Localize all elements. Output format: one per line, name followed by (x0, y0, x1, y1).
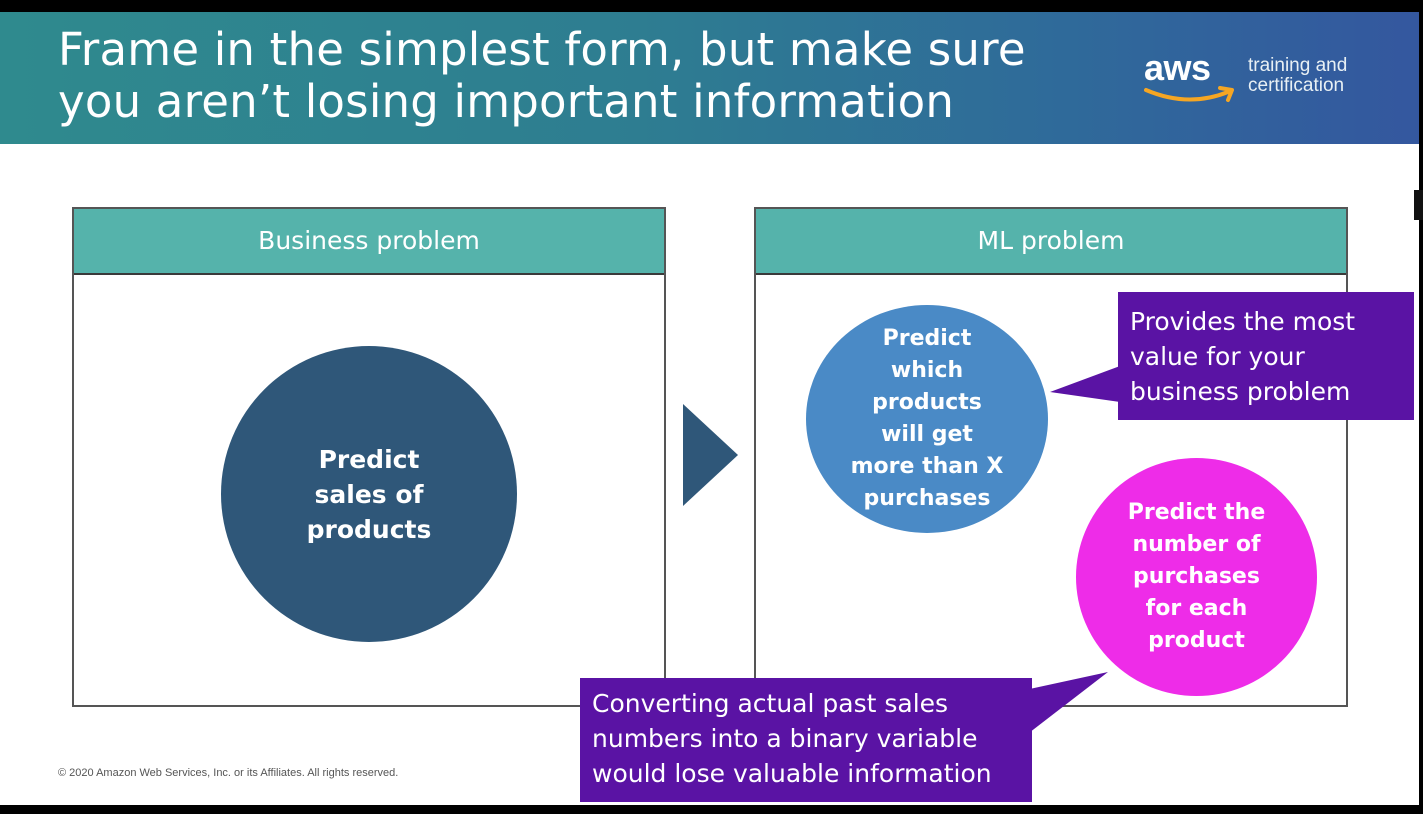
business-problem-heading: Business problem (74, 209, 664, 275)
title-banner: Frame in the simplest form, but make sur… (0, 12, 1423, 144)
logo-tagline: training and certification (1248, 55, 1348, 96)
purchase-count-circle-text: Predict the number of purchases for each… (1127, 500, 1266, 653)
video-frame-bottom-edge (0, 805, 1423, 814)
value-callout: Provides the most value for your busines… (1118, 292, 1414, 420)
information-loss-callout-text: Converting actual past sales numbers int… (592, 689, 992, 788)
video-frame-edge-tick (1414, 190, 1423, 220)
video-frame-right-edge (1419, 0, 1423, 814)
information-loss-callout: Converting actual past sales numbers int… (580, 678, 1032, 802)
aws-smile-icon (1144, 86, 1234, 102)
business-problem-circle-text: Predict sales of products (306, 444, 432, 544)
value-callout-text: Provides the most value for your busines… (1130, 307, 1356, 406)
business-problem-circle: Predict sales of products (221, 346, 517, 642)
triangle-right-icon (683, 404, 738, 506)
ml-problem-heading: ML problem (756, 209, 1346, 275)
binary-classification-circle-text: Predict which products will get more tha… (850, 326, 1004, 511)
aws-training-logo: aws training and certification (1144, 48, 1384, 128)
purchase-count-circle: Predict the number of purchases for each… (1076, 458, 1317, 696)
copyright-notice: © 2020 Amazon Web Services, Inc. or its … (58, 767, 399, 779)
slide-title: Frame in the simplest form, but make sur… (58, 23, 1026, 128)
logo-wordmark: aws (1144, 47, 1211, 88)
binary-classification-circle: Predict which products will get more tha… (806, 305, 1048, 533)
video-frame-top-edge (0, 0, 1423, 12)
